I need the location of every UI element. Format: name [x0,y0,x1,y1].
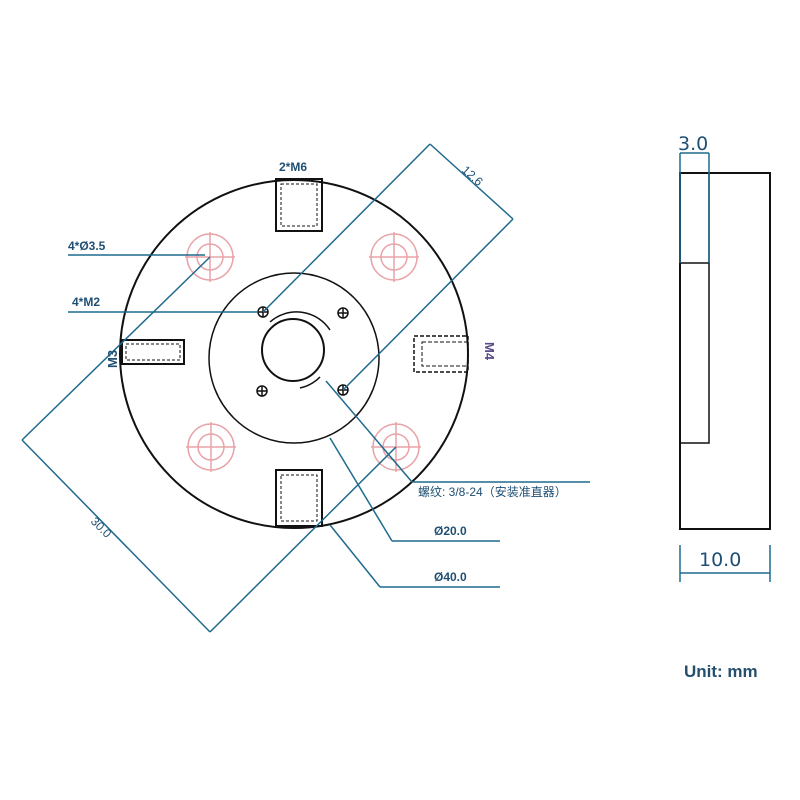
center-bore [261,318,325,382]
side-step [679,262,710,444]
m2-hole [256,385,268,397]
counterbore-hole [186,422,236,472]
d20-label: Ø20.0 [434,524,467,538]
m3-label: M3 [105,350,120,368]
m6-hole-bottom [275,469,323,527]
thread-arc-lower [299,376,321,389]
m2-hole [337,307,349,319]
thread-label: 螺纹: 3/8-24（安装准直器） [418,484,567,499]
m4-label: M4 [482,342,497,361]
inner-circle [208,272,380,444]
m6-hole-top [275,178,323,232]
d35-label: 4*Ø3.5 [68,239,106,253]
m2-label: 4*M2 [72,295,100,309]
thread-arc-upper [269,311,331,331]
side-dim-3-label: 3.0 [678,133,708,155]
side-dimension-lines [679,152,771,582]
outer-circle [119,179,469,529]
counterbore-hole [369,232,419,282]
counterbore-holes [185,232,421,472]
front-view [119,178,469,529]
m6-label: 2*M6 [279,160,307,174]
dimension-lines [21,143,590,633]
dim-30-label: 30.0 [88,514,115,541]
side-body [679,172,771,530]
unit-label: Unit: mm [684,662,758,681]
m4-side-hole [413,335,469,373]
d40-label: Ø40.0 [434,570,467,584]
dim-12-6-label: 12.6 [459,163,486,189]
m3-side-hole [121,339,185,365]
side-view: 3.0 10.0 [678,133,771,582]
side-dim-10-label: 10.0 [699,549,741,571]
